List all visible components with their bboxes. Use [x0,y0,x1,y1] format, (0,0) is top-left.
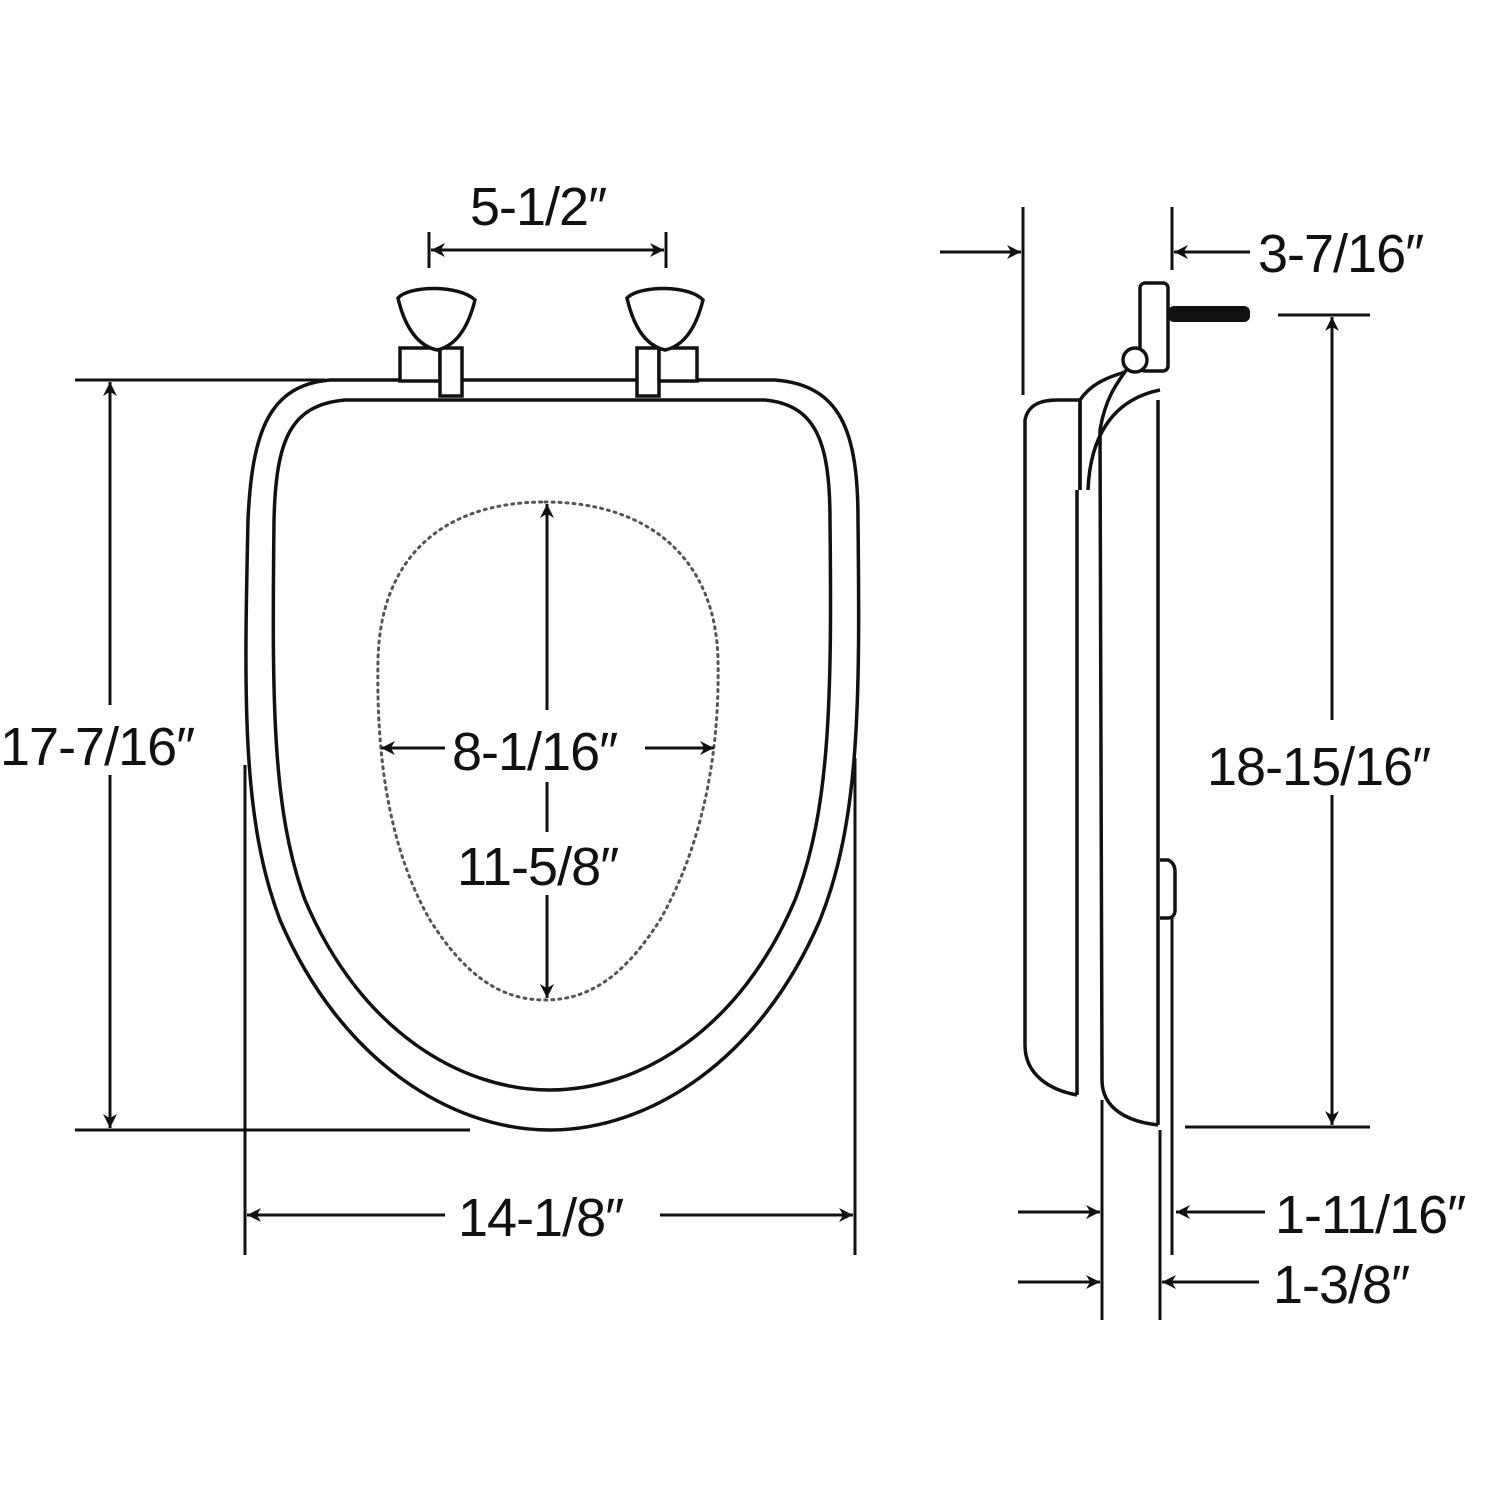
overall-width-label: 14-1/8″ [458,1188,624,1248]
opening-width-label: 8-1/16″ [452,722,618,782]
seat-side-outline [1098,363,1159,1127]
closed-height-label: 1-11/16″ [1275,1185,1466,1245]
left-hinge-icon [396,286,477,398]
opening-length-label: 11-5/8″ [457,837,619,897]
bumper-icon [1160,858,1177,920]
overall-length-label: 17-7/16″ [0,717,195,777]
lid-outline [1023,398,1082,1097]
bolt-length-label: 18-15/16″ [1207,737,1431,797]
seat-height-label: 1-3/8″ [1273,1255,1410,1315]
bowl-opening-outline [376,500,720,1002]
seat-outer-outline [244,378,861,1132]
hinge-depth-label: 3-7/16″ [1258,224,1424,284]
right-hinge-icon [625,286,705,398]
top-view: 5-1/2″ 17-7/16″ 14-1/8″ 11-5/8″ 8-1/16″ [0,177,861,1255]
side-view: 3-7/16″ 18-15/16″ 1-11/16″ 1-3/8″ [940,207,1467,1320]
seat-inner-outline [271,398,833,1092]
side-hinge-icon [1121,281,1250,374]
hinge-spacing-label: 5-1/2″ [470,177,607,237]
